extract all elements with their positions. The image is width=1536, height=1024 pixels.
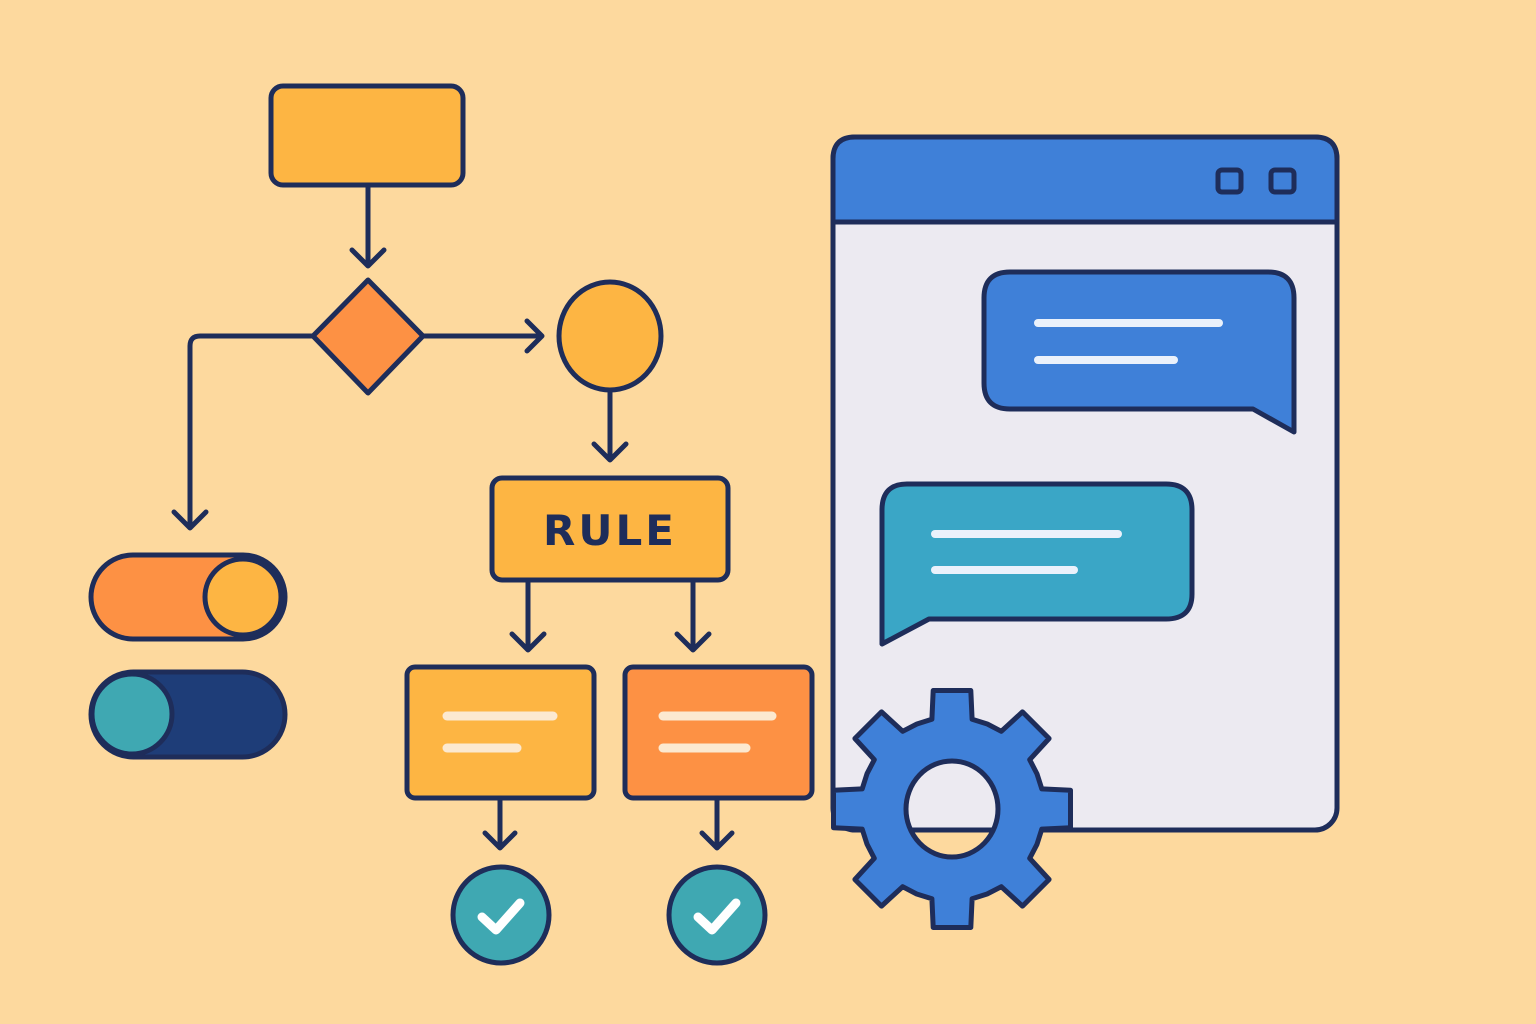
rule-label: RULE — [543, 506, 677, 555]
check-circle-left — [450, 864, 552, 966]
checkmark-icons — [477, 898, 741, 935]
toggles — [88, 552, 288, 760]
arrowhead-icon — [509, 631, 547, 653]
arrowhead-icon — [349, 247, 387, 269]
rule-box — [489, 475, 731, 583]
arrowhead-icon — [171, 509, 209, 531]
app-window — [830, 134, 1340, 833]
checkmark-icon — [693, 898, 741, 935]
decision-diamond-icon — [310, 277, 426, 396]
arrowhead-icon — [524, 318, 545, 354]
window-title-bar — [830, 134, 1340, 225]
chat-message-lines — [931, 319, 1223, 574]
toggle-off-icon — [88, 669, 288, 760]
action-box-left — [404, 664, 597, 801]
arrowhead-icon — [591, 441, 629, 463]
action-box-right — [622, 664, 815, 801]
gear-shape — [831, 688, 1073, 930]
toggle-on-icon — [88, 552, 288, 642]
check-circle-right — [666, 864, 768, 966]
arrow-decision-to-toggles — [187, 333, 316, 528]
chat-bubble-icon — [879, 481, 1195, 647]
arrowhead-icon — [674, 631, 712, 653]
window-button-icon — [1268, 167, 1297, 195]
arrowhead-icon — [699, 830, 735, 851]
arrowhead-icon — [482, 830, 518, 851]
window-button-icon — [1215, 167, 1244, 195]
chat-bubble-icon — [981, 269, 1297, 435]
connector-circle-icon — [556, 279, 664, 393]
gear-icon — [831, 688, 1073, 930]
flowchart — [171, 83, 815, 966]
start-box — [268, 83, 466, 188]
action-box-lines — [442, 711, 777, 753]
checkmark-icon — [477, 898, 525, 935]
